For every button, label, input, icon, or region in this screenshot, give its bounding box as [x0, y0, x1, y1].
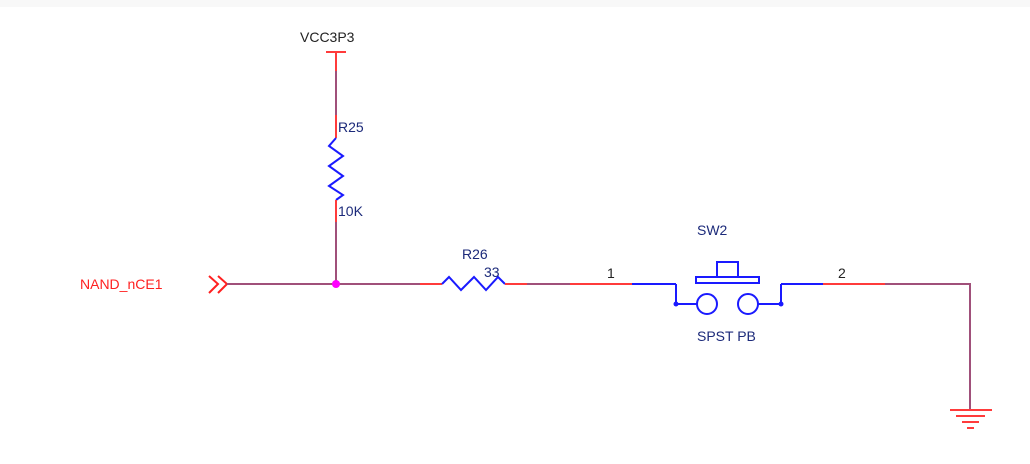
r25-body	[327, 137, 345, 201]
port-chevron-2	[217, 275, 229, 294]
sw2-pin2-number: 2	[838, 265, 846, 281]
switch-sw2[interactable]: 1 SW2 SPST PB 2	[570, 222, 885, 344]
r25-value-label: 10K	[338, 203, 364, 219]
net-port-nand-nce1[interactable]: NAND_nCE1	[80, 275, 229, 294]
r25-ref-label: R25	[338, 119, 364, 135]
power-symbol-vcc3p3: VCC3P3	[300, 29, 355, 71]
resistor-r26[interactable]: R26 33	[420, 246, 527, 292]
sw2-contact-left	[696, 293, 718, 315]
sw2-contact-right	[737, 293, 759, 315]
sw2-type-label: SPST PB	[697, 328, 756, 344]
junction-dot	[332, 280, 340, 288]
net-port-label: NAND_nCE1	[80, 276, 163, 292]
port-chevron-1	[208, 275, 220, 294]
r26-ref-label: R26	[462, 246, 488, 262]
power-net-label: VCC3P3	[300, 29, 355, 45]
wire-sw2-ground	[885, 283, 971, 409]
top-band	[0, 0, 1030, 7]
sw2-ref-label: SW2	[697, 222, 728, 238]
sw2-plunger-knob	[716, 261, 739, 278]
r26-body	[441, 275, 506, 292]
ground-symbol	[950, 409, 992, 429]
sw2-pin1-number: 1	[607, 265, 615, 281]
r26-value-label: 33	[484, 264, 500, 280]
resistor-r25[interactable]: R25 10K	[327, 115, 364, 222]
